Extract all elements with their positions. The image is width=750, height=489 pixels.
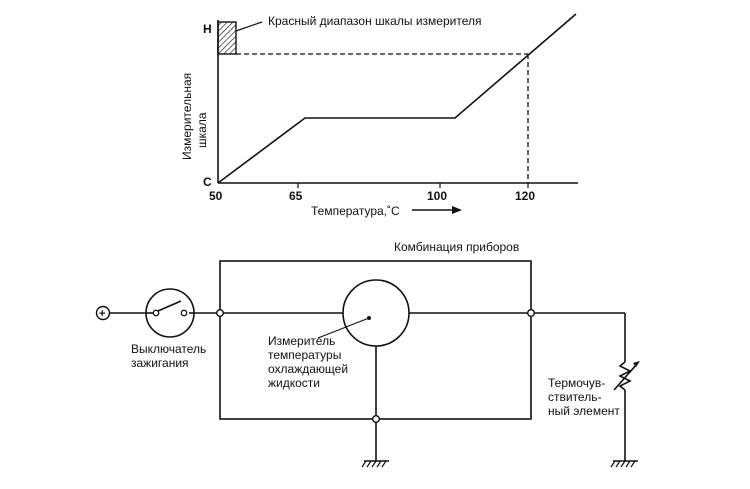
gauge-leader [317, 317, 370, 339]
red-zone-box [217, 21, 237, 55]
x-axis-arrow-head [452, 206, 462, 214]
thermistor-resistor [618, 361, 632, 391]
junction-bottom [372, 415, 381, 424]
coolant-temperature-gauge [342, 279, 410, 347]
thermistor-arrow-line [613, 363, 638, 391]
ground-symbol-sensor [610, 460, 638, 468]
gauge-label-line2: температуры [268, 348, 341, 362]
y-axis-title-line2: шкала [195, 112, 209, 148]
gauge-label-line3: охлаждающей [268, 362, 348, 376]
ignition-switch-label-line1: Выключатель [131, 342, 206, 356]
ignition-switch-label-line2: зажигания [131, 356, 189, 370]
junction-right [527, 309, 536, 318]
x-tick-label-120: 120 [515, 189, 535, 203]
battery-terminal [95, 305, 111, 321]
ground-symbol-gauge [361, 460, 389, 468]
gauge-curve [217, 13, 577, 184]
gauge-label-line4: жидкости [268, 376, 320, 390]
y-top-label: Н [203, 22, 212, 36]
circuit-diagram: Комбинация приборов + Выключатель зажига… [95, 240, 640, 468]
battery-plus-symbol: + [99, 308, 105, 320]
sensor-label-line2: ствитель- [548, 390, 601, 404]
sensor-label-line3: ный элемент [548, 404, 620, 418]
red-zone-label: Красный диапазон шкалы измерителя [268, 14, 481, 28]
y-axis-title-line1: Измерительная [180, 73, 194, 160]
instrument-cluster-label: Комбинация приборов [394, 240, 519, 254]
x-tick-label-100: 100 [427, 189, 447, 203]
sensor-label-line1: Термочув- [548, 376, 605, 390]
switch-contact-right [180, 309, 188, 317]
y-bottom-label: С [203, 175, 212, 189]
x-axis-title: Температура,˚С [311, 204, 400, 218]
thermistor-arrow-head [633, 361, 640, 367]
junction-left [215, 309, 224, 318]
switch-blade [157, 300, 182, 312]
temperature-graph: Красный диапазон шкалы измерителя Н С Из… [180, 13, 578, 218]
switch-contact-left [152, 309, 160, 317]
gauge-label-line1: Измеритель [268, 334, 335, 348]
x-tick-label-50: 50 [209, 189, 223, 203]
x-tick-label-65: 65 [289, 189, 303, 203]
red-zone-leader [235, 21, 263, 32]
